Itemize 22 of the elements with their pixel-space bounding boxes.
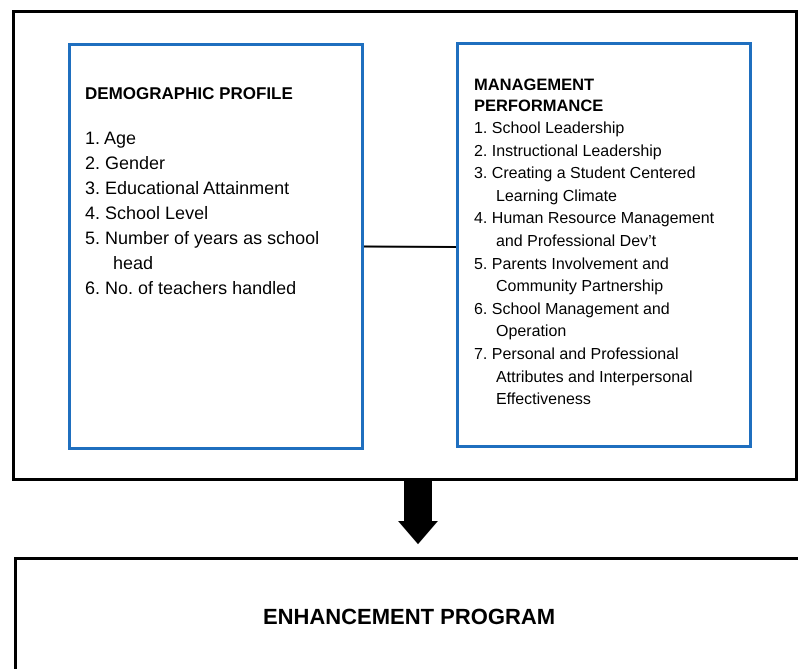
block-arrow [398, 481, 438, 544]
list-item: 6. School Management and Operation [474, 300, 671, 342]
list-item: 1. Age [85, 127, 138, 150]
list-item: 1. School Leadership [474, 119, 626, 139]
list-item: 7. Personal and Professional Attributes and Interpersonal Effectiveness [474, 344, 694, 410]
list-item: 4. Human Resource Management and Professional Dev’t [474, 209, 716, 252]
profile-box [68, 43, 364, 450]
connector-line [364, 246, 456, 248]
list-item: 5. Parents Involvement and Community Partnership [474, 254, 670, 298]
outer-frame [12, 10, 798, 481]
list-item: 4. School Level [85, 202, 210, 225]
list-item: 2. Instructional Leadership [474, 142, 663, 162]
performance-box [456, 42, 752, 448]
box-heading: MANAGEMENT PERFORMANCE [474, 75, 604, 117]
list-item: 3. Educational Attainment [85, 177, 290, 200]
list-item: 5. Number of years as school head [85, 227, 320, 275]
list-item: 6. No. of teachers handled [85, 277, 298, 300]
program-box [14, 557, 798, 669]
list-item: 3. Creating a Student Centered Learning Climate [474, 164, 696, 207]
box-heading: ENHANCEMENT PROGRAM [262, 604, 556, 630]
list-item: 2. Gender [85, 152, 166, 175]
box-heading: DEMOGRAPHIC PROFILE [85, 84, 294, 104]
